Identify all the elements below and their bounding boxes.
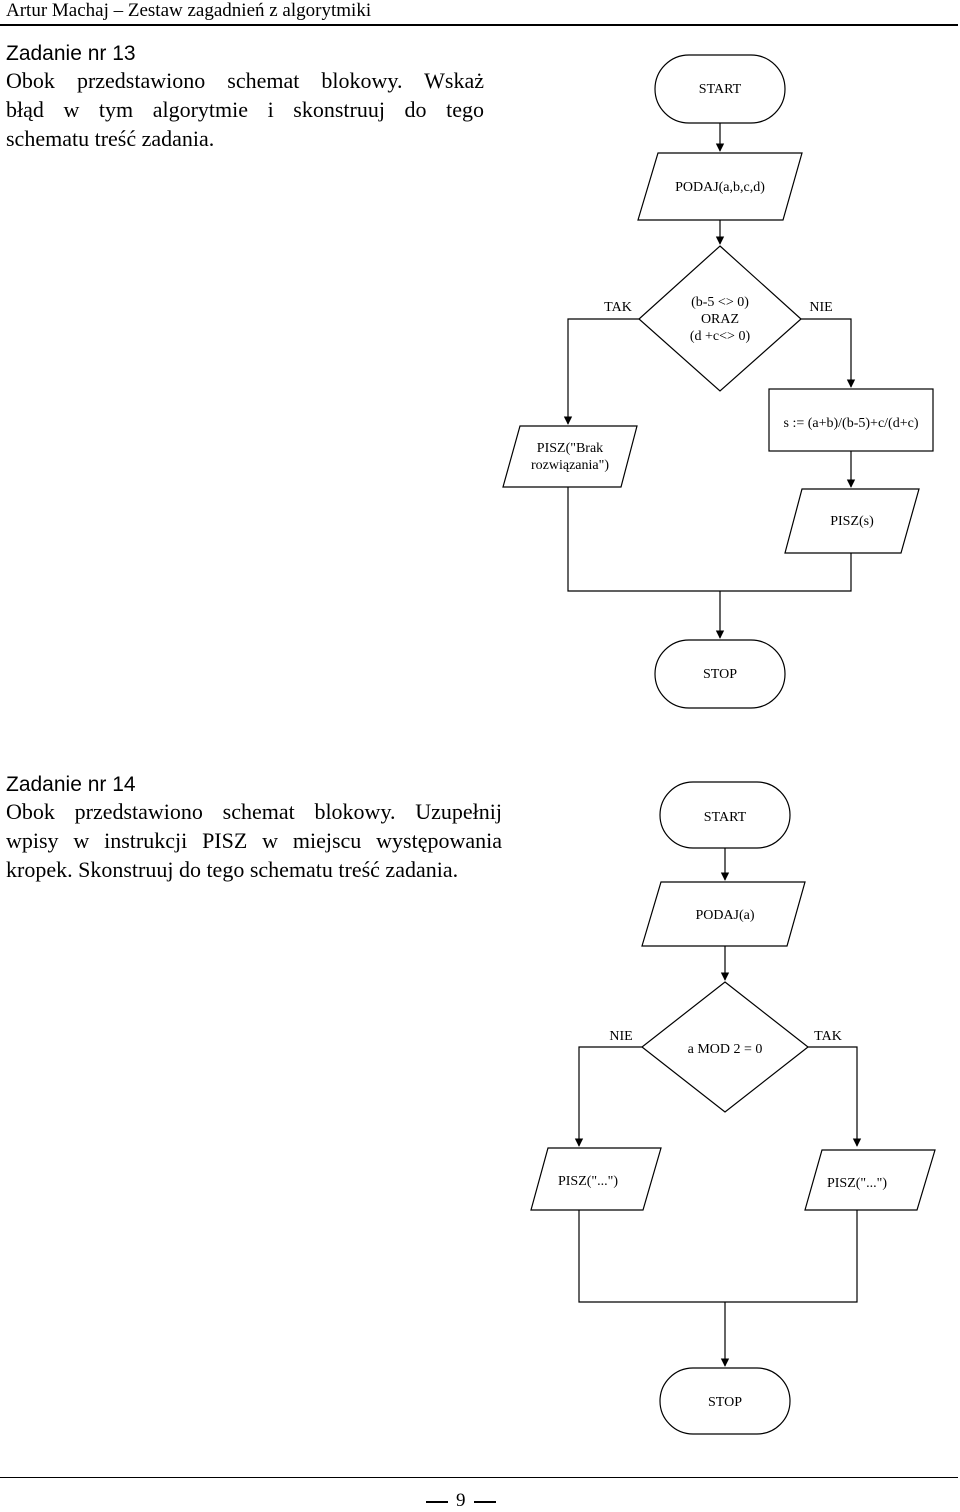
left-print-line-1: PISZ("Brak <box>537 441 603 456</box>
no-label: NIE <box>809 300 832 315</box>
condition-line-3: (d +c<> 0) <box>690 329 751 344</box>
right-print-label-14: PISZ("...") <box>827 1176 887 1191</box>
start-label: START <box>699 82 742 97</box>
footer-rule <box>0 1477 958 1478</box>
condition-label-14: a MOD 2 = 0 <box>688 1042 763 1057</box>
task-13-line-2: błąd w tym algorytmie i skonstruuj do te… <box>6 97 484 122</box>
input-parallelogram <box>637 152 803 221</box>
page-header: Artur Machaj – Zestaw zagadnień z algory… <box>6 0 372 21</box>
task-13-line-3: schematu treść zadania. <box>6 126 215 151</box>
condition-line-2: ORAZ <box>701 312 739 327</box>
stop-label: STOP <box>703 667 737 682</box>
decision-diamond <box>638 245 802 392</box>
header-rule <box>0 24 958 26</box>
page-number: 9 <box>427 1490 494 1511</box>
input-label-14: PODAJ(a) <box>695 908 754 923</box>
right-print-label: PISZ(s) <box>830 514 874 529</box>
input-parallelogram-14 <box>641 881 806 947</box>
stop-terminal-14 <box>659 1367 791 1435</box>
left-print-label-14: PISZ("...") <box>558 1174 618 1189</box>
yes-label-14: TAK <box>814 1029 842 1044</box>
left-print-parallelogram <box>502 425 638 488</box>
right-print-parallelogram <box>784 488 920 554</box>
task-14-line-3: kropek. Skonstruuj do tego schematu treś… <box>6 857 459 882</box>
task-14-line-1: Obok przedstawiono schemat blokowy. Uzup… <box>6 799 502 824</box>
no-label-14: NIE <box>609 1029 632 1044</box>
decision-diamond-14 <box>641 981 809 1113</box>
task-14-title: Zadanie nr 14 <box>6 773 136 796</box>
task-13-line-1: Obok przedstawiono schemat blokowy. Wska… <box>6 68 484 93</box>
condition-line-1: (b-5 <> 0) <box>691 295 749 310</box>
yes-label: TAK <box>604 300 632 315</box>
stop-terminal <box>654 639 786 709</box>
right-print-parallelogram-14 <box>804 1149 936 1211</box>
flowchart-13: START PODAJ(a,b,c,d) (b-5 <> 0) ORAZ (d … <box>502 54 934 709</box>
stop-label-14: STOP <box>708 1395 742 1410</box>
task-14-line-2: wpisy w instrukcji PISZ w miejscu występ… <box>6 828 502 853</box>
assign-label: s := (a+b)/(b-5)+c/(d+c) <box>784 416 919 431</box>
task-13-title: Zadanie nr 13 <box>6 42 136 65</box>
input-label: PODAJ(a,b,c,d) <box>675 180 765 195</box>
left-print-line-2: rozwiązania") <box>531 458 609 473</box>
start-label-14: START <box>704 810 747 825</box>
left-print-parallelogram-14 <box>530 1147 662 1211</box>
flowchart-14: START PODAJ(a) a MOD 2 = 0 NIE TAK PISZ(… <box>530 781 936 1435</box>
